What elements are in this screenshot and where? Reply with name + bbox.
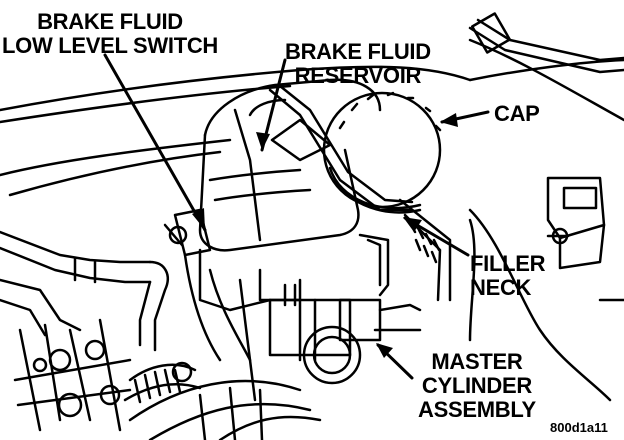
reservoir-body [198,78,414,252]
arrowhead-filler-neck [403,217,422,232]
label-filler-neck-line1: FILLER [470,251,546,276]
label-reservoir-line2: RESERVOIR [294,63,422,88]
arrowhead-low-level-switch [192,208,205,230]
label-reservoir: BRAKE FLUID RESERVOIR [285,40,431,88]
label-low-level-switch-line2: LOW LEVEL SWITCH [2,33,219,58]
label-filler-neck-line2: NECK [470,275,532,300]
label-master-cylinder: MASTER CYLINDER ASSEMBLY [418,350,536,422]
switch-connector [163,208,222,362]
arrowhead-master-cylinder [376,343,393,358]
label-cap: CAP [494,101,540,126]
filler-neck [398,198,452,302]
label-reservoir-line1: BRAKE FLUID [285,39,431,64]
label-master-cylinder-line1: MASTER [431,349,523,374]
label-master-cylinder-line2: CYLINDER [421,373,532,398]
leader-lines [103,53,490,380]
reservoir-cap [322,91,442,214]
label-low-level-switch: BRAKE FLUID LOW LEVEL SWITCH [2,10,218,58]
cowl-panel [0,38,624,197]
left-hoses [0,230,169,432]
label-filler-neck: FILLER NECK [470,251,546,300]
arrowheads [192,113,458,358]
leader-low-level-switch [103,53,207,232]
label-master-cylinder-line3: ASSEMBLY [418,397,536,422]
upper-cable [468,12,624,74]
intake-duct [123,361,322,440]
label-low-level-switch-line1: BRAKE FLUID [37,9,183,34]
arrowhead-reservoir [256,132,270,150]
figure-code: 800d1a11 [550,420,608,435]
arrowhead-cap [440,113,458,127]
master-cylinder [198,233,422,402]
side-mount [468,176,624,402]
